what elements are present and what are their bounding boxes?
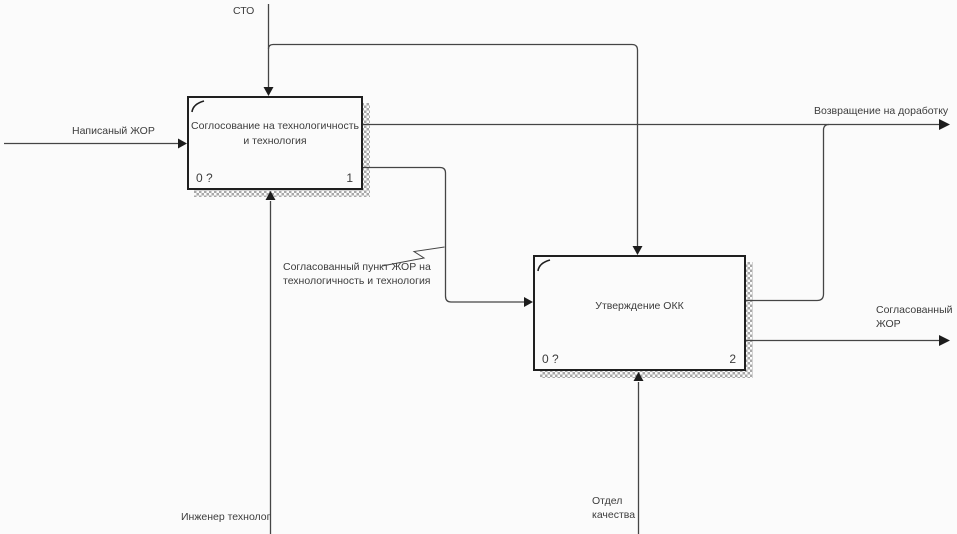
- final-output-label: Согласованный ЖОР: [876, 303, 953, 331]
- intermediate-arrowhead: [524, 297, 533, 307]
- label-callout-zigzag: [381, 246, 445, 267]
- box-corner-fold-icon: [191, 100, 205, 113]
- intermediate-line: [363, 166, 524, 303]
- control-branch-line-box2: [267, 43, 639, 251]
- final-arrowhead: [939, 335, 950, 346]
- mechanism1-arrowhead: [265, 191, 276, 200]
- mechanism2-label: Отдел качества: [592, 494, 635, 522]
- control-label: СТО: [233, 5, 255, 17]
- intermediate-label-line2: технологичность и технология: [283, 275, 431, 287]
- input-arrowhead: [178, 138, 187, 149]
- activity-box-1-title: Соглосование на технологичность и технол…: [189, 119, 361, 149]
- intermediate-label: Согласованный пункт ЖОР на технологичнос…: [283, 260, 431, 288]
- activity-box-1: Соглосование на технологичность и технол…: [187, 96, 363, 190]
- activity-box-1-title-line1: Соглосование на технологичность: [191, 120, 359, 132]
- activity-box-1-cost-label: 0 ?: [196, 171, 213, 185]
- activity-box-2-cost-label: 0 ?: [542, 352, 559, 366]
- mechanism2-label-line2: качества: [592, 509, 636, 521]
- mechanism2-arrowhead: [633, 372, 644, 381]
- feedback-line: [746, 123, 830, 302]
- intermediate-label-line1: Согласованный пункт ЖОР на: [283, 261, 431, 273]
- activity-box-2-title: Утверждение ОКК: [535, 299, 744, 314]
- final-output-label-line2: ЖОР: [876, 318, 901, 330]
- final-output-label-line1: Согласованный: [876, 304, 953, 316]
- activity-box-2-title-line1: Утверждение ОКК: [595, 300, 684, 312]
- rework-arrowhead: [939, 119, 950, 130]
- control-arrowhead-box2: [632, 246, 643, 255]
- box-corner-fold-icon: [537, 259, 551, 272]
- rework-output-label: Возвращение на доработку: [814, 105, 949, 117]
- activity-box-2-number: 2: [729, 352, 736, 366]
- input-label: Написаный ЖОР: [72, 125, 155, 137]
- activity-box-2: Утверждение ОКК 0 ? 2: [533, 255, 746, 371]
- control-arrowhead-box1: [263, 87, 274, 96]
- activity-box-1-number: 1: [346, 171, 353, 185]
- mechanism1-label: Инженер технолог: [181, 511, 271, 523]
- activity-box-1-title-line2: и технология: [243, 135, 307, 147]
- mechanism2-label-line1: Отдел: [592, 495, 623, 507]
